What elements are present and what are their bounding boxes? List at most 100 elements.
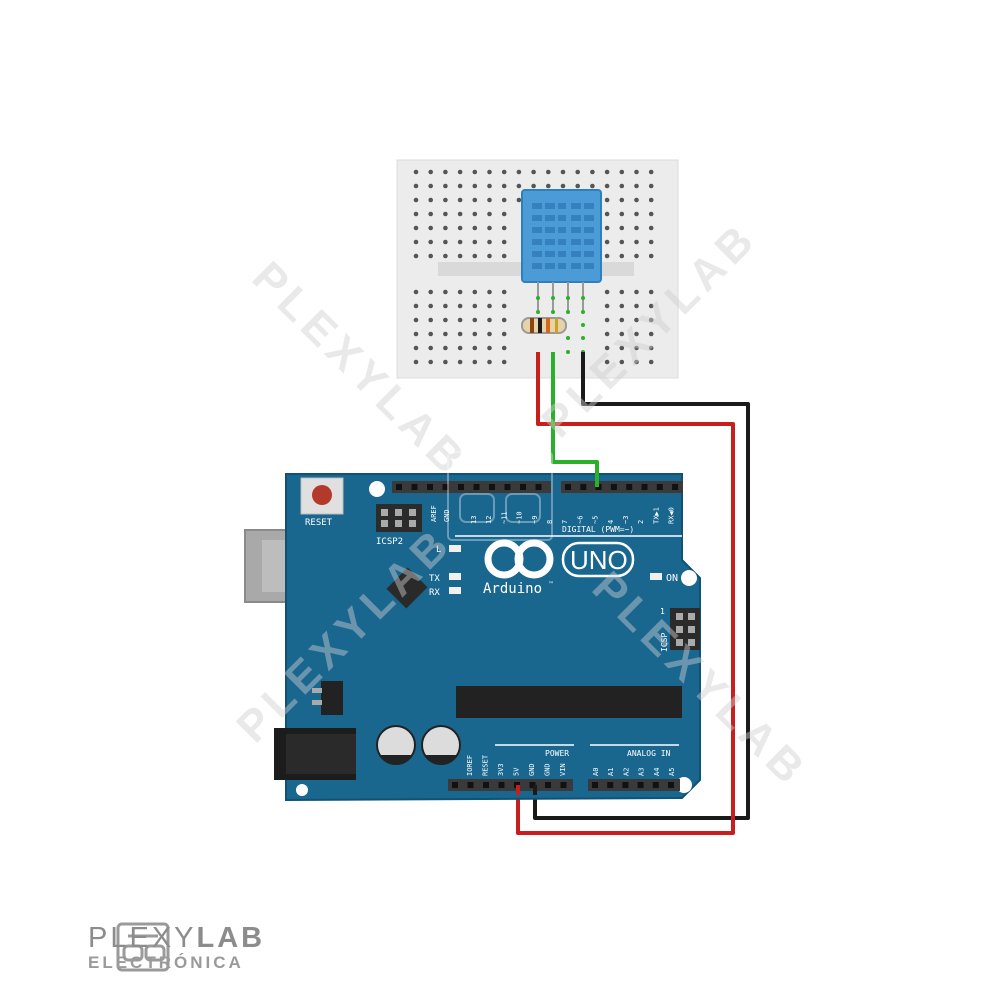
header-pin[interactable] xyxy=(504,484,511,490)
breadboard-hole xyxy=(413,239,419,245)
header-pin[interactable] xyxy=(622,782,629,788)
wire-red xyxy=(516,352,735,835)
breadboard-hole xyxy=(457,359,463,365)
breadboard-hole xyxy=(443,225,448,231)
pin-label: RX◀0 xyxy=(668,507,676,524)
header-pin[interactable] xyxy=(560,782,567,788)
header-pin[interactable] xyxy=(520,484,526,490)
breadboard-hole xyxy=(619,289,625,295)
grille-slot xyxy=(558,227,566,233)
breadboard-hole xyxy=(472,169,478,175)
breadboard-hole xyxy=(428,183,434,189)
header-pin[interactable] xyxy=(607,782,614,788)
header-pin[interactable] xyxy=(565,484,571,490)
breadboard-hole xyxy=(472,303,478,309)
header-pin[interactable] xyxy=(535,484,542,490)
grille-slot xyxy=(571,215,581,221)
breadboard-hole xyxy=(443,289,448,295)
icsp-header xyxy=(670,608,700,650)
grille-slot xyxy=(545,239,555,245)
breadboard-hole xyxy=(487,289,492,295)
breadboard-hole xyxy=(648,169,654,175)
breadboard-hole xyxy=(648,331,654,337)
breadboard-hole xyxy=(501,331,507,337)
tx-led xyxy=(449,573,461,580)
breadboard-hole xyxy=(546,183,551,189)
gnd-top-label: GND xyxy=(443,509,451,522)
breadboard-hole xyxy=(487,359,492,365)
header-pin[interactable] xyxy=(610,484,617,490)
breadboard-hole xyxy=(604,317,610,323)
breadboard-hole xyxy=(604,169,610,175)
pin-label: 12 xyxy=(485,516,493,524)
breadboard-holes xyxy=(413,169,654,365)
breadboard-hole xyxy=(443,345,448,351)
breadboard-hole xyxy=(487,253,492,259)
header-pin[interactable] xyxy=(668,782,674,788)
header-pin[interactable] xyxy=(489,484,495,490)
header-pin[interactable] xyxy=(458,484,464,490)
breadboard-hole xyxy=(457,345,463,351)
digital-header xyxy=(392,481,683,493)
capacitor xyxy=(376,725,416,765)
breadboard-hole xyxy=(457,289,463,295)
header-pin[interactable] xyxy=(483,782,489,788)
breadboard-hole xyxy=(648,211,654,217)
breadboard-hole xyxy=(501,239,507,245)
breadboard-hole xyxy=(634,303,639,309)
breadboard-hole xyxy=(648,345,654,351)
header-pin[interactable] xyxy=(467,782,474,788)
header-pin[interactable] xyxy=(641,484,648,490)
pin-label: 8 xyxy=(546,520,554,524)
breadboard-hole xyxy=(619,303,625,309)
header-pin[interactable] xyxy=(545,782,551,788)
header-pin[interactable] xyxy=(452,782,458,788)
header-pin[interactable] xyxy=(580,484,587,490)
pin-label: GND xyxy=(544,763,552,776)
header-pin[interactable] xyxy=(652,782,659,788)
trademark-label: ™ xyxy=(548,581,554,588)
l-led xyxy=(449,545,461,552)
breadboard-hole xyxy=(413,225,419,231)
pin-label: A1 xyxy=(607,768,615,776)
breadboard-hole xyxy=(457,211,463,217)
reset-button-cap[interactable] xyxy=(312,485,332,505)
breadboard-hole xyxy=(560,169,566,175)
header-pin[interactable] xyxy=(442,484,449,490)
breadboard-hole xyxy=(443,359,448,365)
grille-slot xyxy=(532,263,542,269)
header-pin[interactable] xyxy=(637,782,644,788)
header-pin[interactable] xyxy=(396,484,402,490)
header-pin[interactable] xyxy=(473,484,480,490)
header-pin[interactable] xyxy=(656,484,663,490)
tx-led-label: TX xyxy=(429,574,440,584)
footer-brand-a: PLEXY xyxy=(88,922,197,954)
header-pin[interactable] xyxy=(498,782,505,788)
pin-label: A0 xyxy=(592,768,600,776)
breadboard-hole xyxy=(472,331,478,337)
header-pin[interactable] xyxy=(626,484,633,490)
grille-slot xyxy=(545,251,555,257)
breadboard-hole xyxy=(501,303,507,309)
header-pin[interactable] xyxy=(592,782,598,788)
breadboard-hole xyxy=(457,317,463,323)
capacitor xyxy=(421,725,461,765)
breadboard-hole xyxy=(619,239,625,245)
breadboard-hole xyxy=(648,225,654,231)
header-pin[interactable] xyxy=(672,484,679,490)
breadboard-hole xyxy=(604,359,610,365)
breadboard-hole xyxy=(575,183,580,189)
header-pin[interactable] xyxy=(411,484,418,490)
breadboard-hole xyxy=(443,253,448,259)
grille-slot xyxy=(584,251,594,257)
breadboard-hole xyxy=(604,331,610,337)
breadboard-hole xyxy=(604,225,610,231)
footer-brand: PLEXYLAB xyxy=(88,924,265,953)
breadboard-hole xyxy=(472,183,478,189)
usb-chip xyxy=(386,567,428,609)
grille-slot xyxy=(571,203,581,209)
voltage-regulator xyxy=(321,681,343,715)
header-pin[interactable] xyxy=(529,782,536,788)
grille-slot xyxy=(584,227,594,233)
header-pin[interactable] xyxy=(427,484,433,490)
